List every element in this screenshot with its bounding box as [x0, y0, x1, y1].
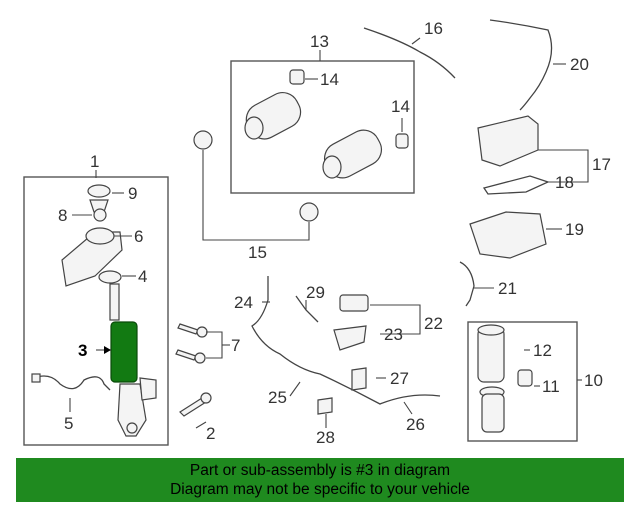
- callout-4: 4: [138, 267, 147, 286]
- callout-26: 26: [406, 415, 425, 434]
- bolts: [175, 323, 212, 417]
- callout-9: 9: [128, 184, 137, 203]
- callout-13: 13: [310, 32, 329, 51]
- callout-12: 12: [533, 341, 552, 360]
- hose-clamps: [193, 130, 319, 241]
- callout-2: 2: [206, 424, 215, 443]
- banner-line-2: Diagram may not be specific to your vehi…: [170, 481, 470, 498]
- callout-19: 19: [565, 220, 584, 239]
- callout-1: 1: [90, 152, 99, 171]
- callout-20: 20: [570, 55, 589, 74]
- info-banner: Part or sub-assembly is #3 in diagram Di…: [16, 458, 624, 502]
- dryer-canisters: [244, 69, 409, 179]
- callout-11: 11: [542, 377, 560, 396]
- hose-16: [363, 27, 456, 79]
- harness-25: [251, 276, 441, 405]
- bump-stops: [477, 324, 533, 433]
- highlighted-part-3: [110, 321, 138, 383]
- parts-diagram: 1 2 3 4 5 6 7 8 9 10 11 12 13 14 14 15 1…: [23, 19, 611, 447]
- callout-14b: 14: [391, 97, 410, 116]
- callout-numbers: 1 2 3 4 5 6 7 8 9 10 11 12 13 14 14 15 1…: [58, 19, 611, 447]
- callout-15: 15: [248, 243, 267, 262]
- callout-17: 17: [592, 155, 611, 174]
- callout-3: 3: [78, 341, 87, 360]
- bracket-23: [333, 325, 367, 351]
- strut-assembly: [31, 184, 157, 437]
- callout-24: 24: [234, 293, 253, 312]
- callout-5: 5: [64, 414, 73, 433]
- group-frame-10: [467, 321, 578, 442]
- callout-21: 21: [498, 279, 517, 298]
- banner-line-1: Part or sub-assembly is #3 in diagram: [189, 462, 451, 479]
- group-frame-13: [230, 60, 415, 194]
- callout-27: 27: [390, 369, 409, 388]
- callout-29: 29: [306, 283, 325, 302]
- module-17: [477, 115, 539, 167]
- callout-8: 8: [58, 206, 67, 225]
- callout-16: 16: [424, 19, 443, 38]
- callout-14a: 14: [320, 70, 339, 89]
- tray-19: [469, 211, 547, 259]
- arrow-3: [104, 346, 111, 354]
- callout-6: 6: [134, 227, 143, 246]
- callout-25: 25: [268, 388, 287, 407]
- callout-7: 7: [231, 336, 240, 355]
- callout-22: 22: [424, 314, 443, 333]
- callout-18: 18: [555, 173, 574, 192]
- sensor-21: [459, 261, 475, 307]
- leader-lines: [69, 37, 589, 429]
- hose-20: [489, 19, 553, 111]
- connector-22: [339, 294, 369, 312]
- callout-23: 23: [384, 325, 403, 344]
- callout-28: 28: [316, 428, 335, 447]
- callout-10: 10: [584, 371, 603, 390]
